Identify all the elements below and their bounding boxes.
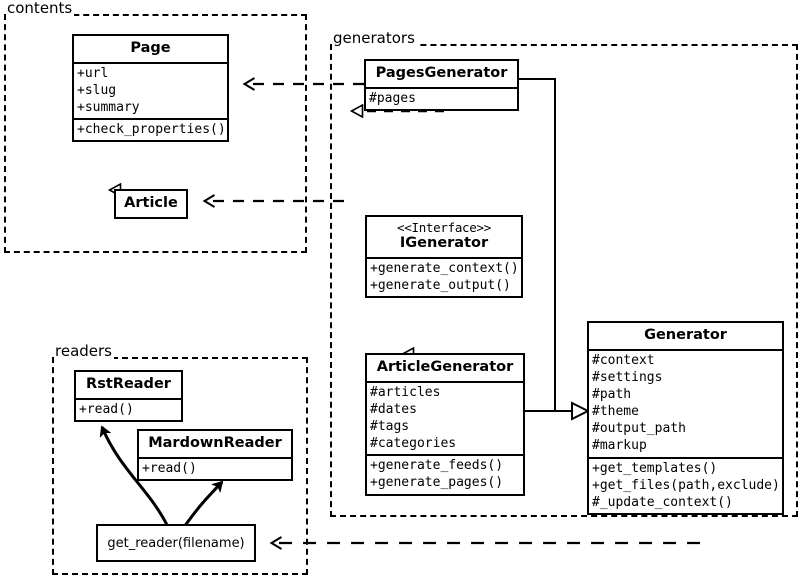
class-member: +read() [79, 401, 134, 417]
class-name-igenerator: <<Interface>> IGenerator [367, 217, 521, 257]
class-operations-rstreader: +read() [76, 397, 181, 420]
class-member: +generate_pages() [370, 475, 504, 491]
class-box-article[interactable]: Article [114, 189, 188, 219]
class-operations-mardownreader: +read() [139, 456, 291, 479]
class-member: +check_properties() [77, 122, 226, 138]
class-member: +read() [142, 460, 197, 476]
class-member: #theme [592, 404, 639, 420]
class-attributes-page: +url +slug +summary [74, 61, 227, 118]
class-name-text: IGenerator [399, 235, 489, 252]
class-box-igenerator[interactable]: <<Interface>> IGenerator +generate_conte… [365, 215, 523, 299]
class-member: #context [592, 352, 655, 368]
class-member: +get_templates() [592, 460, 718, 476]
package-frame-readers [52, 357, 308, 575]
class-name-article: Article [124, 195, 178, 211]
class-name-rstreader: RstReader [86, 376, 171, 392]
class-name-mardownreader: MardownReader [148, 435, 282, 451]
class-operations-igenerator: +generate_context() +generate_output() [367, 257, 521, 296]
class-operations-page: +check_properties() [74, 118, 227, 140]
class-member: +generate_context() [370, 261, 519, 277]
class-operations-generator: +get_templates() +get_files(path,exclude… [589, 456, 782, 513]
class-attributes-generator: #context #settings #path #theme #output_… [589, 348, 782, 457]
class-member: +slug [77, 82, 117, 98]
class-member: #_update_context() [592, 494, 733, 510]
class-member: +generate_feeds() [370, 458, 504, 474]
package-label-contents: contents [6, 0, 75, 17]
class-attributes-articlegenerator: #articles #dates #tags #categories [367, 380, 523, 455]
class-box-generator[interactable]: Generator #context #settings #path #them… [587, 321, 784, 516]
class-name-articlegenerator: ArticleGenerator [376, 359, 514, 375]
class-member: +url [77, 65, 109, 81]
class-member: #settings [592, 369, 663, 385]
package-frame-contents [4, 14, 307, 253]
class-name-generator: Generator [644, 327, 727, 343]
class-member: +get_files(path,exclude) [592, 477, 780, 493]
class-box-page[interactable]: Page +url +slug +summary +check_properti… [72, 34, 229, 143]
class-box-pagesgenerator[interactable]: PagesGenerator #pages [364, 59, 519, 111]
class-member: #markup [592, 438, 647, 454]
class-member: #tags [370, 418, 410, 434]
package-label-generators: generators [332, 29, 417, 47]
class-operations-articlegenerator: +generate_feeds() +generate_pages() [367, 454, 523, 493]
function-label-get-reader: get_reader(filename) [107, 535, 245, 551]
class-name-page: Page [130, 40, 171, 56]
class-box-articlegenerator[interactable]: ArticleGenerator #articles #dates #tags … [365, 353, 525, 496]
class-member: +summary [77, 99, 140, 115]
function-box-get-reader[interactable]: get_reader(filename) [96, 524, 256, 562]
class-name-pagesgenerator: PagesGenerator [375, 65, 508, 81]
class-member: #articles [370, 384, 441, 400]
class-member: #output_path [592, 421, 686, 437]
class-member: #categories [370, 436, 457, 452]
class-member: #path [592, 386, 632, 402]
package-frame-generators [330, 44, 798, 517]
package-label-readers: readers [54, 342, 114, 360]
class-member: #dates [370, 401, 417, 417]
class-attributes-pagesgenerator: #pages [366, 86, 517, 109]
class-box-rstreader[interactable]: RstReader +read() [74, 370, 183, 422]
class-stereotype-igenerator: <<Interface>> [397, 220, 491, 235]
class-member: #pages [369, 90, 416, 106]
class-box-mardownreader[interactable]: MardownReader +read() [137, 429, 293, 481]
class-member: +generate_output() [370, 278, 511, 294]
